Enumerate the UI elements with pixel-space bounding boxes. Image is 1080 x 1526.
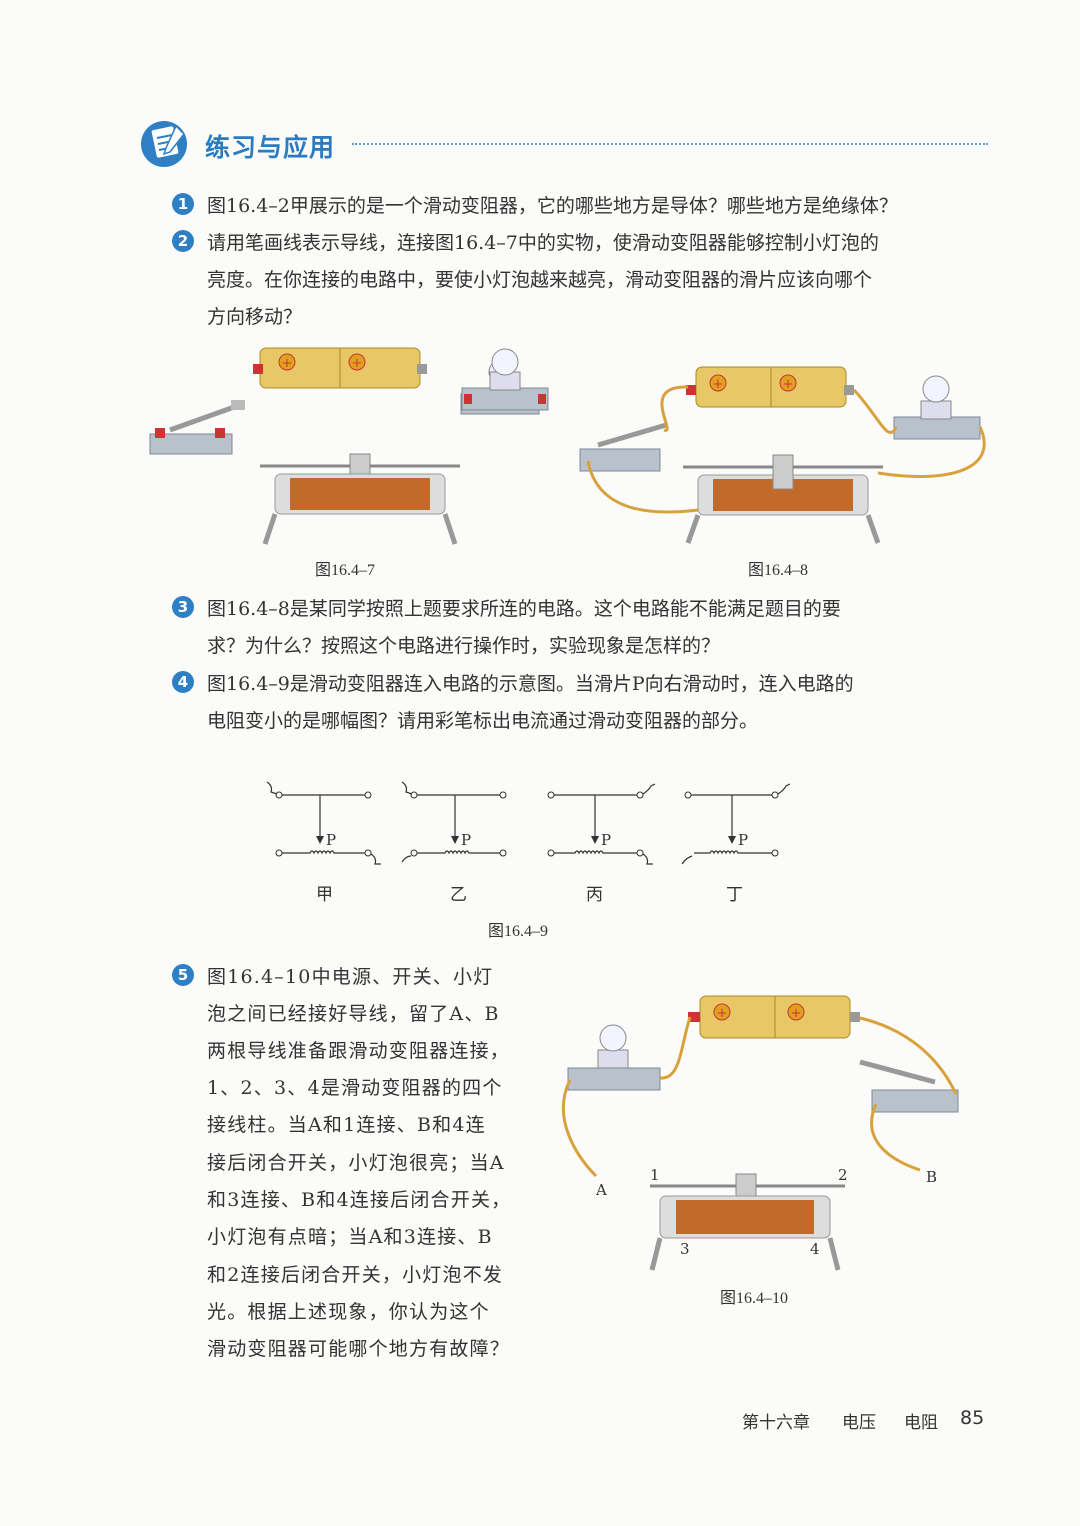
question-5-line-11: 滑动变阻器可能哪个地方有故障？	[207, 1338, 511, 1360]
question-5-line-2: 泡之间已经接好导线，留了A、B	[207, 1003, 500, 1025]
battery-plus-5: +	[717, 1006, 728, 1021]
page-number: 85	[960, 1407, 985, 1429]
footer-chapter: 第十六章	[742, 1413, 810, 1433]
schematic-ding: P	[681, 783, 791, 865]
question-5-line-6: 接后闭合开关，小灯泡很亮；当A	[207, 1152, 505, 1174]
figure-caption-10: 图16.4–10	[720, 1290, 789, 1307]
question-2-line-3: 方向移动？	[207, 306, 303, 328]
question-3-line-2: 求？为什么？按照这个电路进行操作时，实验现象是怎样的？	[207, 635, 721, 657]
bulb-assembly-7	[461, 348, 549, 411]
question-4-line-2: 电阻变小的是哪幅图？请用彩笔标出电流通过滑动变阻器的部分。	[207, 710, 759, 732]
rheostat-7	[260, 453, 460, 545]
battery-plus-3: +	[713, 377, 724, 392]
question-5-line-5: 接线柱。当A和1连接、B和4连	[207, 1114, 486, 1136]
title-divider	[352, 143, 988, 145]
terminal-4-label: 4	[810, 1240, 820, 1258]
question-number-3: 3	[172, 596, 194, 618]
slider-label-yi: P	[461, 831, 471, 849]
schematic-yi: P	[401, 781, 507, 863]
slider-label-ding: P	[738, 831, 748, 849]
question-number-5: 5	[172, 964, 194, 986]
schematic-jia: P	[266, 781, 381, 865]
section-title: 练习与应用	[205, 133, 336, 162]
exercise-icon	[141, 121, 187, 167]
figure-caption-7: 图16.4–7	[315, 562, 376, 579]
figure-caption-8: 图16.4–8	[748, 562, 809, 579]
footer-topic-1: 电压	[842, 1413, 876, 1433]
question-2-line-1: 请用笔画线表示导线，连接图16.4–7中的实物，使滑动变阻器能够控制小灯泡的	[207, 232, 879, 254]
question-5-line-9: 和2连接后闭合开关，小灯泡不发	[207, 1264, 504, 1286]
label-yi: 乙	[450, 885, 467, 905]
terminal-3-label: 3	[680, 1240, 690, 1258]
question-1-line-1: 图16.4–2甲展示的是一个滑动变阻器，它的哪些地方是导体？哪些地方是绝缘体？	[207, 195, 898, 217]
question-3-line-1: 图16.4–8是某同学按照上题要求所连的电路。这个电路能不能满足题目的要	[207, 598, 841, 620]
terminal-2-label: 2	[838, 1166, 848, 1184]
terminal-1-label: 1	[650, 1166, 660, 1184]
question-number-1: 1	[172, 193, 194, 215]
battery-plus-2: +	[352, 356, 363, 371]
battery-plus-6: +	[791, 1006, 802, 1021]
wire-a-label: A	[595, 1181, 607, 1199]
question-5-line-7: 和3连接、B和4连接后闭合开关，	[207, 1189, 512, 1211]
question-5-line-1: 图16.4–10中电源、开关、小灯	[207, 966, 494, 988]
question-5-line-3: 两根导线准备跟滑动变阻器连接，	[207, 1040, 511, 1062]
question-number-2: 2	[172, 230, 194, 252]
question-5-line-8: 小灯泡有点暗；当A和3连接、B	[207, 1226, 493, 1248]
label-ding: 丁	[726, 885, 743, 905]
battery-plus-1: +	[282, 356, 293, 371]
question-5-line-10: 光。根据上述现象，你认为这个	[207, 1301, 490, 1323]
figure-16-4-8: + +	[579, 366, 986, 544]
wire-b-label: B	[926, 1168, 937, 1186]
question-4-line-1: 图16.4–9是滑动变阻器连入电路的示意图。当滑片P向右滑动时，连入电路的	[207, 673, 854, 695]
question-number-4: 4	[172, 671, 194, 693]
figure-16-4-10: + + A B 1 2 3 4	[561, 995, 959, 1271]
slider-label-jia: P	[326, 831, 336, 849]
label-bing: 丙	[586, 885, 603, 905]
footer-topic-2: 电阻	[904, 1413, 938, 1433]
question-2-line-2: 亮度。在你连接的电路中，要使小灯泡越来越亮，滑动变阻器的滑片应该向哪个	[207, 269, 873, 291]
label-jia: 甲	[316, 885, 333, 905]
slider-label-bing: P	[601, 831, 611, 849]
figure-caption-9: 图16.4–9	[488, 923, 549, 940]
battery-plus-4: +	[783, 377, 794, 392]
schematic-bing: P	[547, 783, 656, 865]
question-5-line-4: 1、2、3、4是滑动变阻器的四个	[207, 1077, 503, 1099]
